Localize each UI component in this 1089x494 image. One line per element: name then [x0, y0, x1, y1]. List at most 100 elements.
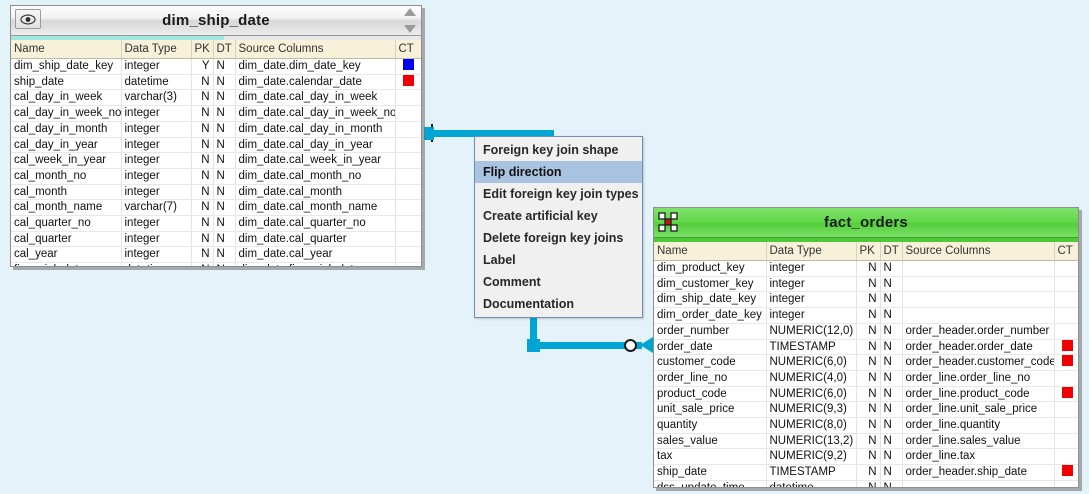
table-row[interactable]: financial_datedatetimeNNdim_date.financi… — [11, 262, 421, 266]
col-header-dt[interactable]: DT — [880, 242, 903, 261]
cell-ct — [1054, 401, 1078, 419]
col-header-data-type[interactable]: Data Type — [766, 242, 857, 261]
cell-ct — [1054, 307, 1078, 324]
cell-pk: N — [191, 215, 214, 232]
col-header-source-columns[interactable]: Source Columns — [902, 242, 1055, 261]
join-wire-bottom-horizontal[interactable] — [530, 342, 642, 349]
matrix-icon[interactable] — [658, 212, 680, 232]
cell-dt: N — [213, 89, 236, 107]
join-wire-vertical[interactable] — [530, 305, 537, 345]
cell-source-columns: dim_date.calendar_date — [235, 74, 396, 91]
eye-icon[interactable] — [15, 9, 41, 29]
cell-pk: N — [191, 199, 214, 217]
cell-pk: N — [856, 339, 881, 356]
col-header-name[interactable]: Name — [11, 40, 122, 59]
context-menu-item[interactable]: Flip direction — [475, 161, 642, 183]
entity-spinner-dim-ship-date[interactable] — [402, 8, 418, 33]
cell-column-name: ship_date — [11, 74, 122, 91]
chevron-down-icon[interactable] — [404, 25, 416, 33]
col-header-name[interactable]: Name — [654, 242, 767, 261]
cell-ct — [395, 152, 421, 169]
cell-data-type: datetime — [121, 262, 192, 266]
context-menu-item[interactable]: Documentation — [483, 297, 574, 311]
cell-pk: N — [856, 401, 881, 419]
cell-ct — [1054, 448, 1078, 466]
cell-dt: N — [880, 480, 903, 487]
col-header-dt[interactable]: DT — [213, 40, 236, 59]
col-header-data-type[interactable]: Data Type — [121, 40, 192, 59]
join-wire-top-horizontal[interactable] — [424, 130, 554, 137]
cell-ct — [395, 105, 421, 122]
context-menu-item[interactable]: Edit foreign key join types — [483, 187, 639, 201]
join-wire-bottom-cap — [527, 339, 540, 352]
entity-titlebar-fact-orders[interactable]: fact_orders — [654, 208, 1078, 238]
cell-data-type: integer — [121, 152, 192, 169]
col-header-source-columns[interactable]: Source Columns — [235, 40, 396, 59]
col-header-pk[interactable]: PK — [191, 40, 214, 59]
cell-dt: N — [213, 246, 236, 264]
col-header-ct[interactable]: CT — [1054, 242, 1078, 261]
context-menu-item[interactable]: Label — [483, 253, 516, 267]
cell-dt: N — [880, 448, 903, 466]
cell-pk: N — [191, 168, 214, 185]
col-header-pk[interactable]: PK — [856, 242, 881, 261]
chevron-up-icon[interactable] — [404, 8, 416, 16]
entity-dim-ship-date[interactable]: dim_ship_date Name Data Type PK DT Sourc… — [10, 5, 422, 267]
cell-source-columns: dim_date.cal_day_in_week_no — [235, 105, 396, 122]
entity-titlebar-dim-ship-date[interactable]: dim_ship_date — [11, 6, 421, 36]
cell-ct — [1054, 323, 1078, 340]
cell-data-type: NUMERIC(4,0) — [766, 370, 857, 387]
cell-dt: N — [213, 262, 236, 266]
context-menu-item[interactable]: Create artificial key — [483, 209, 598, 223]
entity-fact-orders[interactable]: fact_orders Name Data Type PK DT Source … — [653, 207, 1079, 488]
ct-color-chip — [402, 59, 414, 70]
cell-column-name: cal_year — [11, 246, 122, 264]
cell-pk: N — [191, 184, 214, 201]
context-menu-item[interactable]: Comment — [483, 275, 541, 289]
cell-column-name: order_date — [654, 339, 767, 356]
cell-column-name: cal_month_no — [11, 168, 122, 185]
ct-color-chip — [1061, 465, 1073, 477]
context-menu-item[interactable]: Foreign key join shape — [483, 143, 619, 157]
cell-source-columns: dim_date.cal_month_no — [235, 168, 396, 185]
cell-data-type: integer — [121, 215, 192, 232]
cell-data-type: integer — [766, 260, 857, 277]
cell-ct — [1054, 386, 1078, 403]
cell-data-type: integer — [766, 276, 857, 293]
col-header-ct[interactable]: CT — [395, 40, 421, 59]
cell-pk: N — [856, 433, 881, 450]
cell-source-columns: order_line.quantity — [902, 417, 1055, 434]
cell-ct — [1054, 260, 1078, 277]
context-menu-item[interactable]: Delete foreign key joins — [483, 231, 624, 245]
